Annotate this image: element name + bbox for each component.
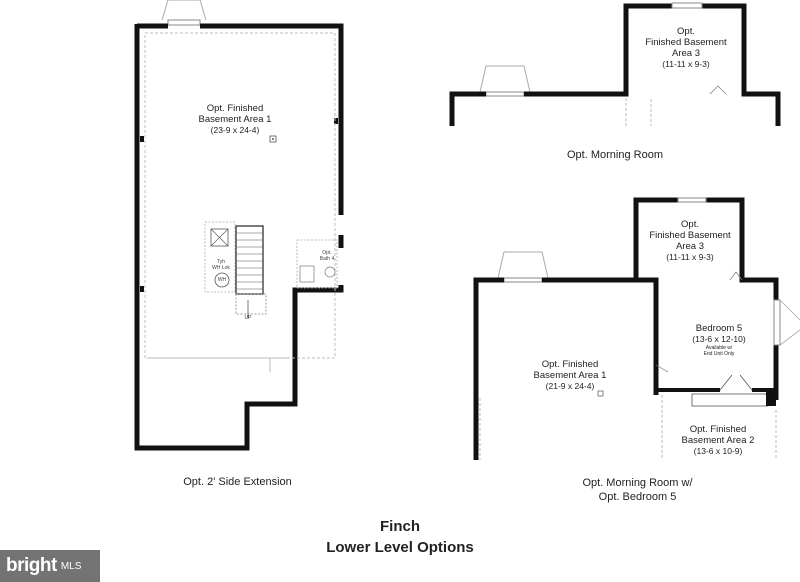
bottom-room1-dims: (21-9 x 24-4) (545, 381, 595, 391)
page-title: Finch (380, 518, 420, 535)
left-room1-name-line2: Basement Area 1 (198, 114, 272, 125)
left-floor-plan (134, 0, 344, 451)
bottom-room3-name-line3: Area 3 (676, 241, 704, 252)
top-right-floor-plan (449, 2, 781, 126)
left-room1-label: Opt. Finished Basement Area 1 (23-9 x 24… (170, 103, 300, 136)
bright-mls-logo: bright MLS (0, 550, 100, 582)
wh-lok-text: WH Lok (212, 265, 230, 271)
bottom-room3-label: Opt. Finished Basement Area 3 (11-11 x 9… (632, 219, 748, 263)
page-subtitle: Lower Level Options (326, 539, 474, 556)
bottom-right-floor-plan (473, 197, 800, 460)
bottom-room2-dims: (13-6 x 10-9) (693, 446, 743, 456)
opt-bath-label: Opt. Bath 4 (312, 250, 342, 262)
watermark-brand: bright (6, 555, 57, 576)
bottom-room3-name-line2: Finished Basement (649, 230, 731, 241)
up-label: UP (244, 315, 252, 321)
bottom-right-caption-line1: Opt. Morning Room w/ (582, 477, 693, 489)
tyh-text: Tyh (216, 259, 226, 265)
bottom-room1-name-line1: Opt. Finished (541, 359, 599, 370)
bottom-room2-label: Opt. Finished Basement Area 2 (13-6 x 10… (660, 424, 776, 457)
left-room1-dims: (23-9 x 24-4) (210, 125, 260, 135)
bottom-room1-name-line2: Basement Area 1 (533, 370, 607, 381)
bottom-room3-dims: (11-11 x 9-3) (666, 252, 714, 262)
opt-bath-line1: Opt. (322, 250, 332, 256)
bottom-room2-name-line2: Basement Area 2 (681, 435, 755, 446)
bedroom5-dims: (13-6 x 12-10) (692, 334, 746, 344)
bottom-room1-label: Opt. Finished Basement Area 1 (21-9 x 24… (505, 359, 635, 392)
left-room1-name-line1: Opt. Finished (206, 103, 264, 114)
watermark-suffix: MLS (60, 560, 82, 572)
tyh-label: Tyh WH Lok (206, 259, 236, 271)
top-room3-name-line3: Area 3 (672, 48, 700, 59)
bottom-room2-name-line1: Opt. Finished (689, 424, 747, 435)
bottom-right-caption: Opt. Morning Room w/ Opt. Bedroom 5 (530, 476, 745, 504)
top-right-caption: Opt. Morning Room (567, 149, 663, 161)
opt-bath-line2: Bath 4 (319, 256, 335, 262)
top-room3-name-line2: Finished Basement (645, 37, 727, 48)
top-room3-name-line1: Opt. (677, 26, 695, 37)
wh-label: WH (217, 277, 227, 283)
top-room3-label: Opt. Finished Basement Area 3 (11-11 x 9… (628, 26, 744, 70)
bedroom5-label: Bedroom 5 (13-6 x 12-10) Available w/ En… (664, 323, 774, 357)
bottom-room3-name-line1: Opt. (681, 219, 699, 230)
bedroom5-name: Bedroom 5 (695, 323, 743, 334)
bottom-right-caption-line2: Opt. Bedroom 5 (598, 491, 677, 503)
bedroom5-note-line2: End Unit Only (703, 351, 735, 357)
left-plan-caption: Opt. 2' Side Extension (183, 476, 292, 488)
top-room3-dims: (11-11 x 9-3) (662, 59, 710, 69)
bedroom5-note-line1: Available w/ (705, 345, 733, 351)
